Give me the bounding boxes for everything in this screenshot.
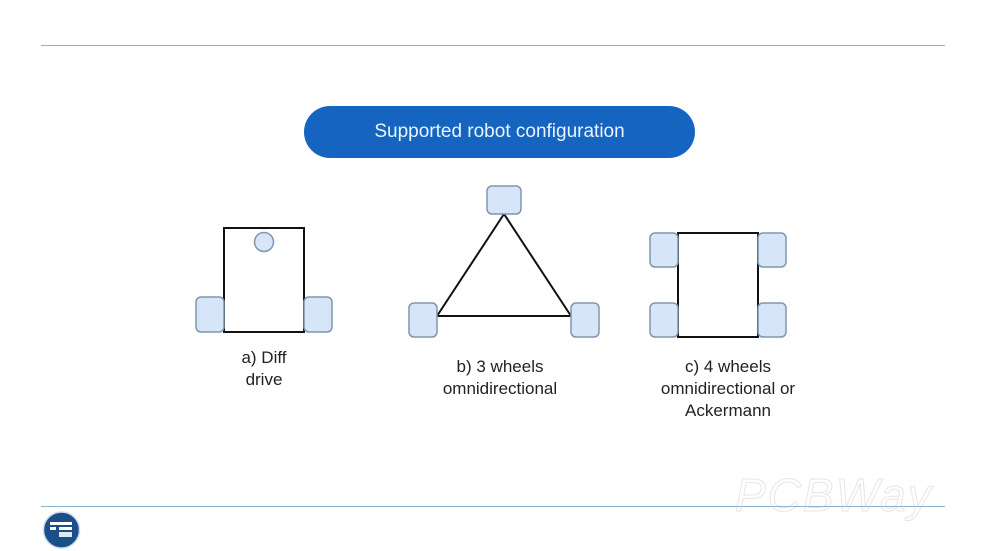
wheel-right (570, 302, 600, 338)
wheel-front-left (649, 232, 679, 268)
organization-logo-icon (42, 511, 81, 549)
label-three-wheels: b) 3 wheels omnidirectional (420, 356, 580, 400)
caster-wheel (253, 231, 275, 253)
wheel-left (408, 302, 438, 338)
label-line: drive (245, 370, 283, 389)
robot-body (435, 212, 573, 317)
label-line: omnidirectional or (660, 379, 796, 398)
label-line: omnidirectional (442, 379, 558, 398)
top-divider (41, 45, 945, 46)
wheel-top (486, 185, 522, 215)
wheel-right (303, 296, 333, 333)
three-wheel-diagram (408, 185, 600, 338)
four-wheel-diagram (649, 232, 787, 338)
label-line: Ackermann (685, 401, 771, 420)
slide-title: Supported robot configuration (304, 106, 695, 158)
label-line: c) 4 wheels (685, 357, 771, 376)
watermark: PCBWay (735, 469, 933, 522)
wheel-rear-right (757, 302, 787, 338)
label-diff-drive: a) Diff drive (204, 347, 324, 391)
robot-body (677, 232, 759, 338)
label-four-wheels: c) 4 wheels omnidirectional or Ackermann (643, 356, 813, 422)
bottom-divider (41, 506, 945, 507)
slide-title-text: Supported robot configuration (374, 121, 625, 142)
wheel-front-right (757, 232, 787, 268)
label-line: b) 3 wheels (456, 357, 544, 376)
wheel-rear-left (649, 302, 679, 338)
wheel-left (195, 296, 225, 333)
label-line: a) Diff (241, 348, 287, 367)
diff-drive-diagram (195, 227, 333, 333)
